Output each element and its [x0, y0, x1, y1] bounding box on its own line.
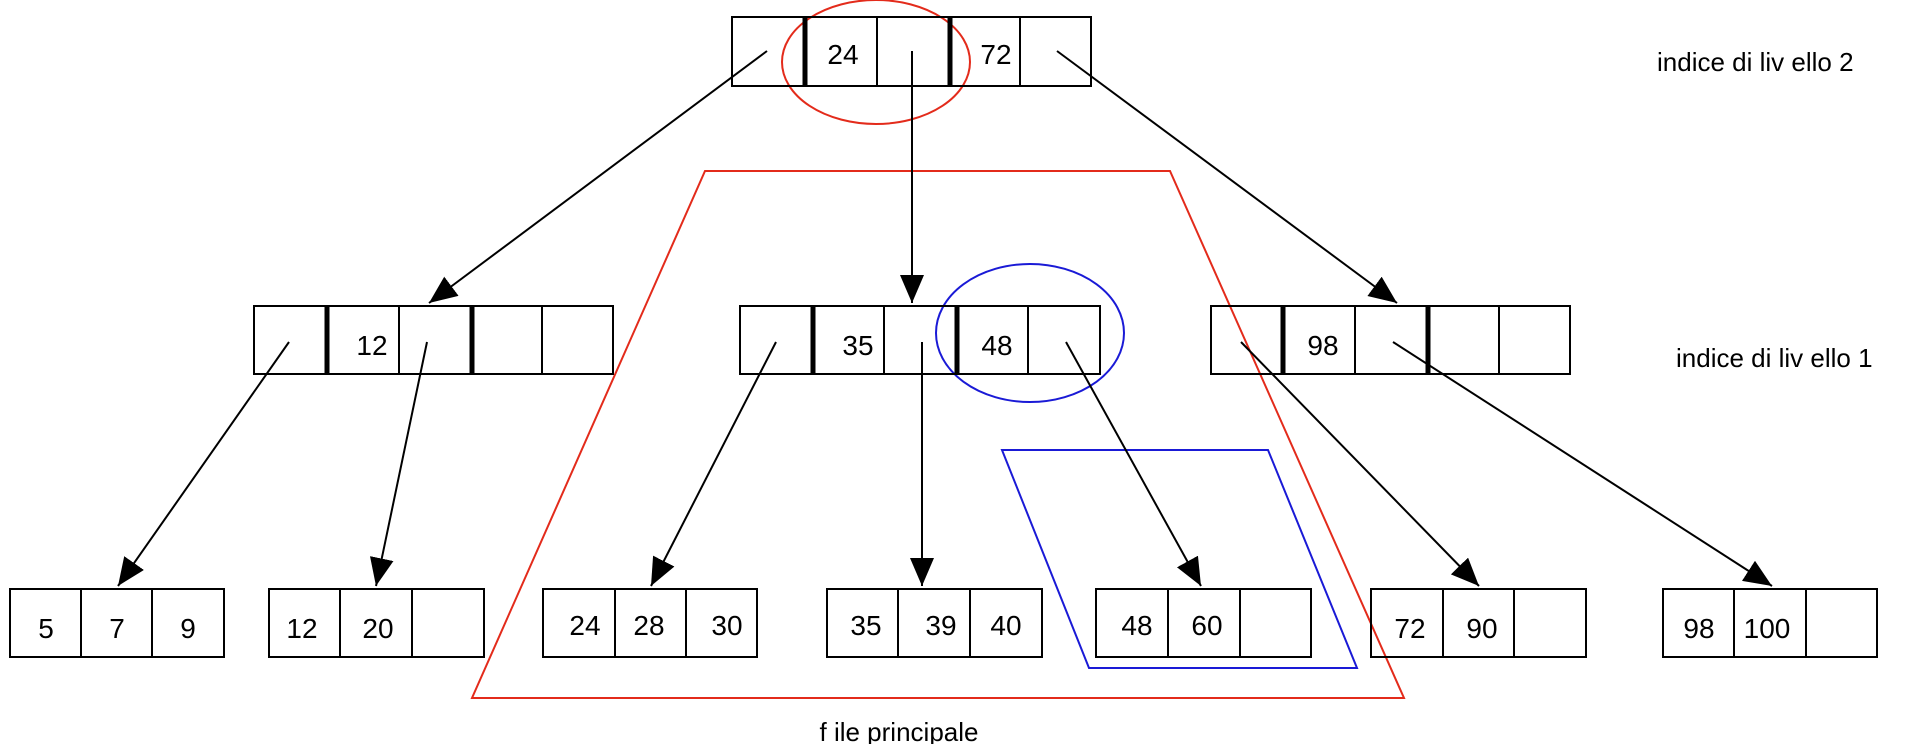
data-block-7-value-1: 98	[1683, 613, 1714, 644]
data-block-4-value-1: 35	[850, 610, 881, 641]
data-block-6	[1370, 588, 1587, 658]
arrow-right-to-block7	[1392, 341, 1773, 587]
data-block-2	[268, 588, 485, 658]
data-block-6-value-2: 90	[1466, 613, 1497, 644]
data-block-5-value-1: 48	[1121, 610, 1152, 641]
data-block-6-value-1: 72	[1394, 613, 1425, 644]
data-block-7	[1662, 588, 1878, 658]
arrow-left-to-block1	[117, 341, 290, 587]
main-file-label: f ile principale	[820, 717, 979, 744]
arrow-right-to-block6	[1240, 341, 1480, 587]
level2-key-2: 72	[980, 39, 1011, 70]
data-block-4	[826, 588, 1043, 658]
data-block-3-value-1: 24	[569, 610, 600, 641]
level1-label: indice di liv ello 1	[1676, 343, 1873, 373]
data-block-2-value-2: 20	[362, 613, 393, 644]
data-block-1-value-1: 5	[38, 613, 54, 644]
data-block-4-value-3: 40	[990, 610, 1021, 641]
data-block-3-value-3: 30	[711, 610, 742, 641]
data-block-1	[9, 588, 225, 658]
data-block-5-value-2: 60	[1191, 610, 1222, 641]
arrow-middle-to-block3	[650, 341, 777, 587]
arrow-left-to-block2	[369, 341, 428, 587]
level1-middle-key-1: 35	[842, 330, 873, 361]
arrow-root-to-left	[428, 50, 768, 304]
sub-file-region	[1000, 449, 1359, 669]
data-block-1-value-3: 9	[180, 613, 196, 644]
level2-key-highlight	[781, 0, 971, 125]
data-block-2-value-1: 12	[286, 613, 317, 644]
arrow-middle-to-block5	[1065, 341, 1202, 587]
arrow-root-to-right	[1056, 50, 1398, 304]
data-block-5	[1095, 588, 1312, 658]
pointer-arrows	[117, 50, 1773, 587]
level1-key-highlight	[935, 263, 1125, 403]
level1-node-middle	[739, 305, 1101, 375]
level1-node-left	[253, 305, 614, 375]
level1-left-key-1: 12	[356, 330, 387, 361]
data-block-7-value-2: 100	[1744, 613, 1791, 644]
level2-key-1: 24	[827, 39, 858, 70]
level1-middle-key-2: 48	[981, 330, 1012, 361]
data-block-1-value-2: 7	[109, 613, 125, 644]
data-block-4-value-2: 39	[925, 610, 956, 641]
level1-node-right	[1210, 305, 1571, 375]
main-file-region	[470, 170, 1406, 699]
data-block-3-value-2: 28	[633, 610, 664, 641]
level1-right-key-1: 98	[1307, 330, 1338, 361]
level2-label: indice di liv ello 2	[1657, 47, 1854, 77]
data-block-3	[542, 588, 758, 658]
